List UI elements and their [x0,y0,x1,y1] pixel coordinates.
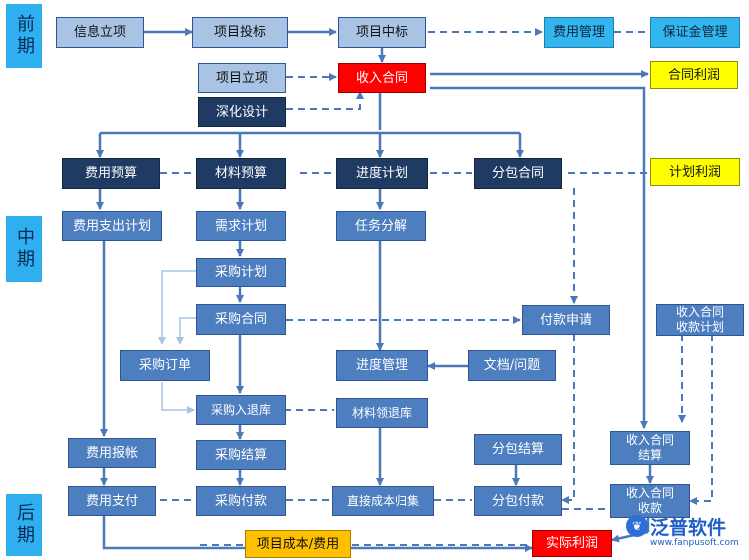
box-income-settlement[interactable]: 收入合同 结算 [610,431,690,465]
box-task-breakdown[interactable]: 任务分解 [336,211,426,241]
phase-late: 后期 [6,494,42,556]
box-demand-plan[interactable]: 需求计划 [196,211,286,241]
box-purchase-in-return[interactable]: 采购入退库 [196,395,286,425]
phase-early: 前期 [6,4,42,68]
box-income-collection-plan[interactable]: 收入合同 收款计划 [656,304,744,336]
box-progress-mgmt[interactable]: 进度管理 [336,350,428,381]
box-project-cost[interactable]: 项目成本/费用 [245,530,351,558]
box-winning-bid[interactable]: 项目中标 [338,17,426,48]
box-expense-budget[interactable]: 费用预算 [62,158,160,189]
box-income-contract[interactable]: 收入合同 [338,63,426,93]
box-contract-profit[interactable]: 合同利润 [650,61,738,89]
box-sub-payment[interactable]: 分包付款 [474,486,562,516]
leaf-icon: ❦ [626,515,648,537]
box-material-budget[interactable]: 材料预算 [196,158,286,189]
box-purchase-plan[interactable]: 采购计划 [196,258,286,287]
box-info-project[interactable]: 信息立项 [56,17,144,48]
box-planned-profit[interactable]: 计划利润 [650,158,740,186]
dash-design-to-income [286,91,364,110]
box-sub-settlement[interactable]: 分包结算 [474,434,562,465]
box-payment-request[interactable]: 付款申请 [522,305,610,335]
box-purchase-settlement[interactable]: 采购结算 [196,440,286,470]
phase-middle: 中期 [6,216,42,282]
arrow-contract-to-order [176,317,196,345]
box-material-return[interactable]: 材料领退库 [336,398,428,428]
arrow-income-to-settlement [430,86,648,429]
box-actual-profit[interactable]: 实际利润 [532,530,612,557]
box-docs-issues[interactable]: 文档/问题 [468,350,556,381]
dash-request-to-sub-pay [561,334,575,504]
box-deposit-mgmt[interactable]: 保证金管理 [650,17,740,48]
box-purchase-payment[interactable]: 采购付款 [196,486,286,516]
box-purchase-order[interactable]: 采购订单 [120,350,210,381]
box-expense-claim[interactable]: 费用报帐 [68,438,156,468]
arrow-plan-to-order [158,270,196,345]
box-direct-cost[interactable]: 直接成本归集 [332,486,434,516]
line-expense-pay-to-profit [102,516,533,552]
box-schedule-plan[interactable]: 进度计划 [336,158,428,189]
box-project-setup[interactable]: 项目立项 [198,63,286,93]
box-deep-design[interactable]: 深化设计 [198,97,286,127]
box-subcontract[interactable]: 分包合同 [474,158,562,189]
box-income-receipt[interactable]: 收入合同 收款 [610,484,690,518]
brand-logo: ❦ 泛普软件 www.fanpusoft.com [626,513,744,553]
brand-name: 泛普软件 [650,517,727,539]
box-bidding[interactable]: 项目投标 [192,17,288,48]
brand-url: www.fanpusoft.com [650,538,739,548]
box-expense-payment[interactable]: 费用支付 [68,486,156,516]
box-purchase-contract[interactable]: 采购合同 [196,304,286,335]
box-expense-plan[interactable]: 费用支出计划 [62,211,162,241]
box-expense-mgmt[interactable]: 费用管理 [544,17,614,48]
dash-collection-to-receipt [689,334,713,505]
arrow-order-to-inbound [161,382,195,414]
